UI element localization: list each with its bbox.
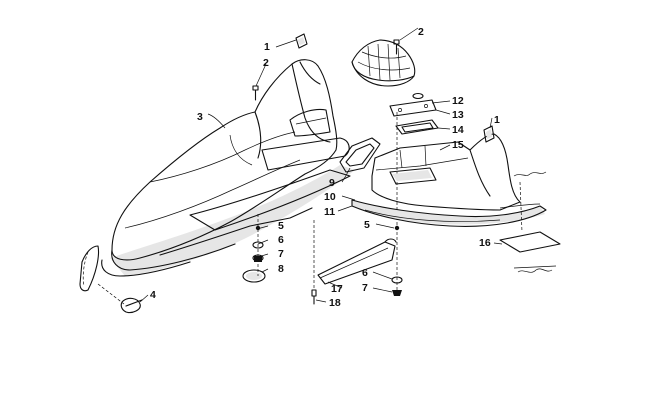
- leader-lines: [139, 27, 503, 303]
- callout-2-left: 2: [263, 57, 269, 69]
- hood-bracket-17: [311, 238, 397, 305]
- callout-8-grommet: 8: [278, 263, 284, 275]
- screw-2-left: [252, 85, 259, 101]
- gasket-14: [395, 119, 439, 135]
- callout-18-bolt: 18: [329, 297, 341, 309]
- callout-9-seal: 9: [329, 177, 335, 189]
- engine-grille-section: [351, 39, 416, 87]
- washer-stack-right: [391, 112, 403, 296]
- decal-16: [499, 171, 561, 273]
- callout-15-housing: 15: [452, 139, 464, 151]
- callout-labels: 1 2 3 1 2 4 5 6 7 8 9 10 11 12 13 14 15 …: [150, 26, 500, 309]
- windshield-clip-1-right: [483, 125, 495, 143]
- callout-12-rivet: 12: [452, 95, 464, 107]
- callout-7-left: 7: [278, 248, 284, 260]
- callout-16-decal: 16: [479, 237, 491, 249]
- seal-9: [339, 137, 381, 173]
- callout-13-plate: 13: [452, 109, 464, 121]
- callout-6-right: 6: [362, 267, 368, 279]
- callout-3-hood: 3: [197, 111, 203, 123]
- callout-6-left: 6: [278, 234, 284, 246]
- windshield-clip-1: [295, 33, 308, 49]
- callout-14-gasket: 14: [452, 124, 464, 136]
- callout-10-panel: 10: [324, 191, 336, 203]
- callout-5-left: 5: [278, 220, 284, 232]
- callout-17-bracket: 17: [331, 283, 343, 295]
- lower-panel-10-11: [351, 199, 547, 227]
- callout-2-top: 2: [418, 26, 424, 38]
- washer-stack-left: [242, 214, 266, 283]
- callout-7-right: 7: [362, 282, 368, 294]
- callout-1-right: 1: [494, 114, 500, 126]
- callout-4-bumper-clip: 4: [150, 289, 156, 301]
- callout-5-right: 5: [364, 219, 370, 231]
- callout-1-top-left: 1: [264, 41, 270, 53]
- front-bumper: [79, 245, 143, 314]
- callout-11-panel: 11: [324, 206, 335, 218]
- hood-body: [101, 59, 355, 277]
